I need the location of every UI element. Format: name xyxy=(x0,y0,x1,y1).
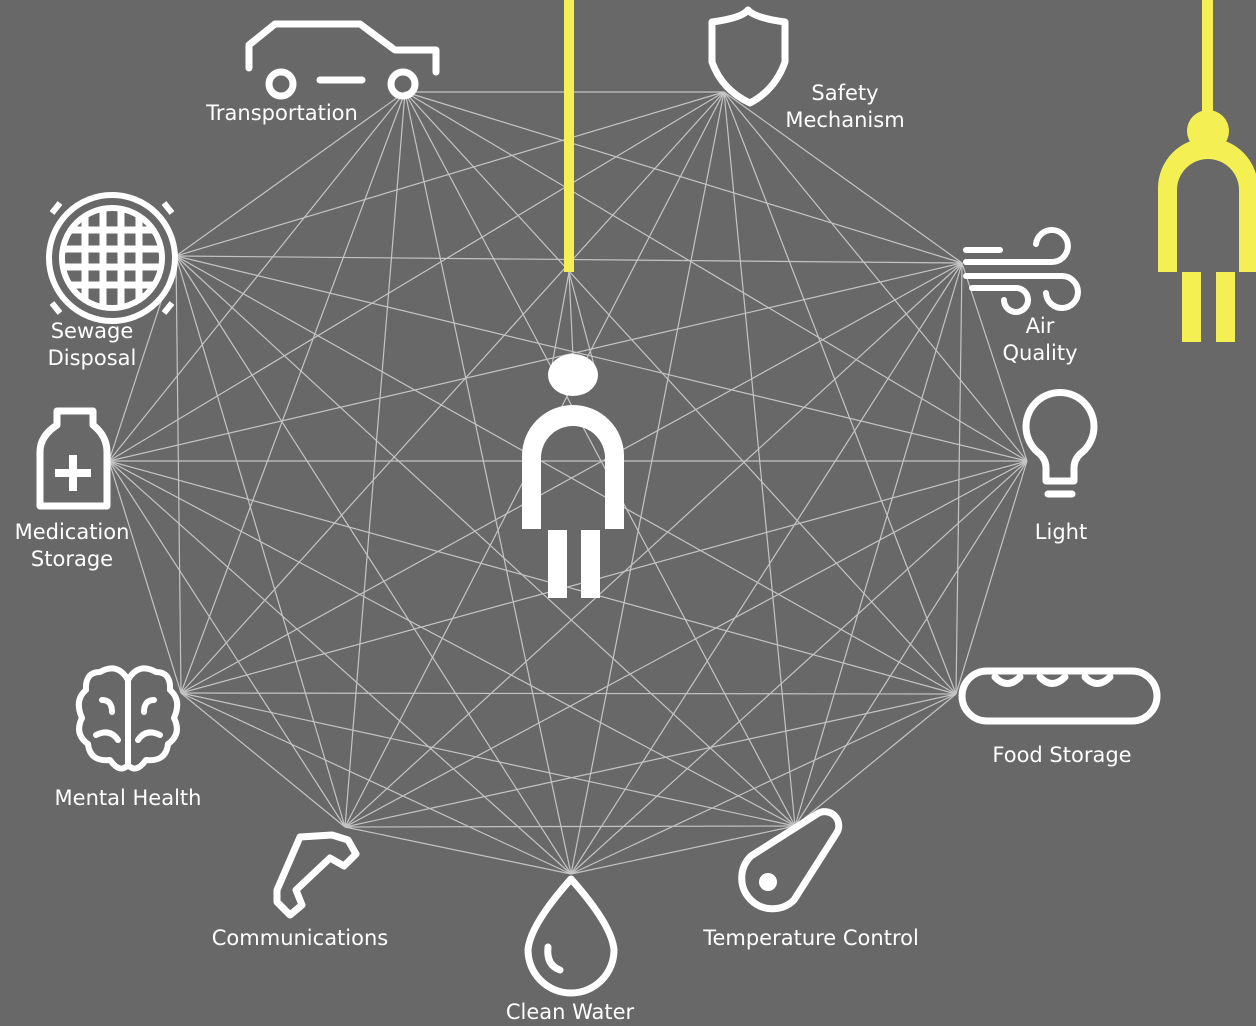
edge-air-quality-clean-water xyxy=(570,262,963,875)
edge-food-storage-clean-water xyxy=(570,693,957,875)
label-mental-health: Mental Health xyxy=(54,786,202,810)
thermometer-icon xyxy=(738,808,843,913)
edge-light-mental-health xyxy=(180,460,1028,694)
label-safety-mechanism: Safety Mechanism xyxy=(785,81,905,132)
edge-safety-mechanism-food-storage xyxy=(723,91,957,695)
edge-light-clean-water xyxy=(570,460,1028,875)
edge-temperature-control-mental-health xyxy=(180,692,796,827)
edge-cable-person-1 xyxy=(568,271,574,358)
wind-icon xyxy=(963,227,1081,315)
edge-air-quality-communications xyxy=(344,262,963,828)
edge-safety-mechanism-medication-storage xyxy=(108,91,725,462)
edge-cable-person-2 xyxy=(568,271,595,366)
edge-food-storage-communications xyxy=(344,693,957,828)
edge-air-quality-medication-storage xyxy=(108,262,963,462)
manhole-cover-icon xyxy=(46,192,178,324)
edge-safety-mechanism-temperature-control xyxy=(723,91,796,827)
car-icon xyxy=(245,20,440,100)
label-transportation: Transportation xyxy=(206,101,358,125)
edge-temperature-control-sewage-disposal xyxy=(175,255,796,827)
edge-clean-water-mental-health xyxy=(180,692,572,875)
edge-light-communications xyxy=(344,460,1028,828)
edge-transportation-medication-storage xyxy=(108,91,406,462)
edge-light-food-storage xyxy=(955,460,1028,695)
edge-mental-health-sewage-disposal xyxy=(175,255,182,694)
bread-icon xyxy=(958,667,1161,725)
light-bulb-icon xyxy=(1022,389,1098,498)
label-clean-water: Clean Water xyxy=(505,1000,635,1024)
edge-transportation-food-storage xyxy=(404,91,957,695)
label-air-quality: Air Quality xyxy=(1002,314,1078,365)
edge-transportation-mental-health xyxy=(180,91,406,694)
edge-cable-person-0 xyxy=(551,271,570,366)
edge-light-sewage-disposal xyxy=(175,255,1028,462)
connection-lines xyxy=(108,91,1028,875)
edge-mental-health-medication-storage xyxy=(108,460,182,694)
medicine-bottle-icon xyxy=(36,407,111,510)
edge-transportation-communications xyxy=(344,91,406,828)
power-cable xyxy=(564,0,574,272)
edge-clean-water-sewage-disposal xyxy=(175,255,572,875)
edge-food-storage-mental-health xyxy=(180,692,957,695)
label-light: Light xyxy=(1034,520,1088,544)
edge-transportation-clean-water xyxy=(404,91,572,875)
edge-temperature-control-clean-water xyxy=(570,825,796,875)
label-sewage-disposal: Sewage Disposal xyxy=(47,319,137,370)
edge-communications-sewage-disposal xyxy=(175,255,346,828)
edge-air-quality-temperature-control xyxy=(794,262,963,827)
edge-transportation-sewage-disposal xyxy=(175,91,406,257)
edge-clean-water-medication-storage xyxy=(108,460,572,875)
edge-safety-mechanism-clean-water xyxy=(570,91,725,875)
edge-transportation-temperature-control xyxy=(404,91,796,827)
edge-air-quality-food-storage xyxy=(955,262,963,695)
edge-food-storage-sewage-disposal xyxy=(175,255,957,695)
label-medication-storage: Medication Storage xyxy=(14,520,130,571)
edge-food-storage-medication-storage xyxy=(108,460,957,695)
person-icon xyxy=(522,354,624,598)
edge-safety-mechanism-mental-health xyxy=(180,91,725,694)
label-food-storage: Food Storage xyxy=(992,743,1132,767)
edge-temperature-control-medication-storage xyxy=(108,460,796,827)
brain-icon xyxy=(75,665,181,772)
power-plug-icon xyxy=(1158,0,1256,342)
edge-food-storage-temperature-control xyxy=(794,693,957,827)
edge-communications-medication-storage xyxy=(108,460,346,828)
water-drop-icon xyxy=(524,875,618,997)
shield-icon xyxy=(708,6,789,107)
edge-air-quality-light xyxy=(961,262,1028,462)
label-temperature-control: Temperature Control xyxy=(703,926,919,950)
edge-communications-mental-health xyxy=(180,692,346,828)
label-communications: Communications xyxy=(211,926,389,950)
edge-safety-mechanism-light xyxy=(723,91,1028,462)
edge-light-temperature-control xyxy=(794,460,1028,827)
edge-safety-mechanism-sewage-disposal xyxy=(175,91,725,257)
edge-transportation-light xyxy=(404,91,1028,462)
edge-clean-water-communications xyxy=(344,826,572,875)
edge-temperature-control-communications xyxy=(344,825,796,828)
edge-safety-mechanism-air-quality xyxy=(723,91,963,264)
edge-transportation-air-quality xyxy=(404,91,963,264)
phone-icon xyxy=(273,831,360,919)
